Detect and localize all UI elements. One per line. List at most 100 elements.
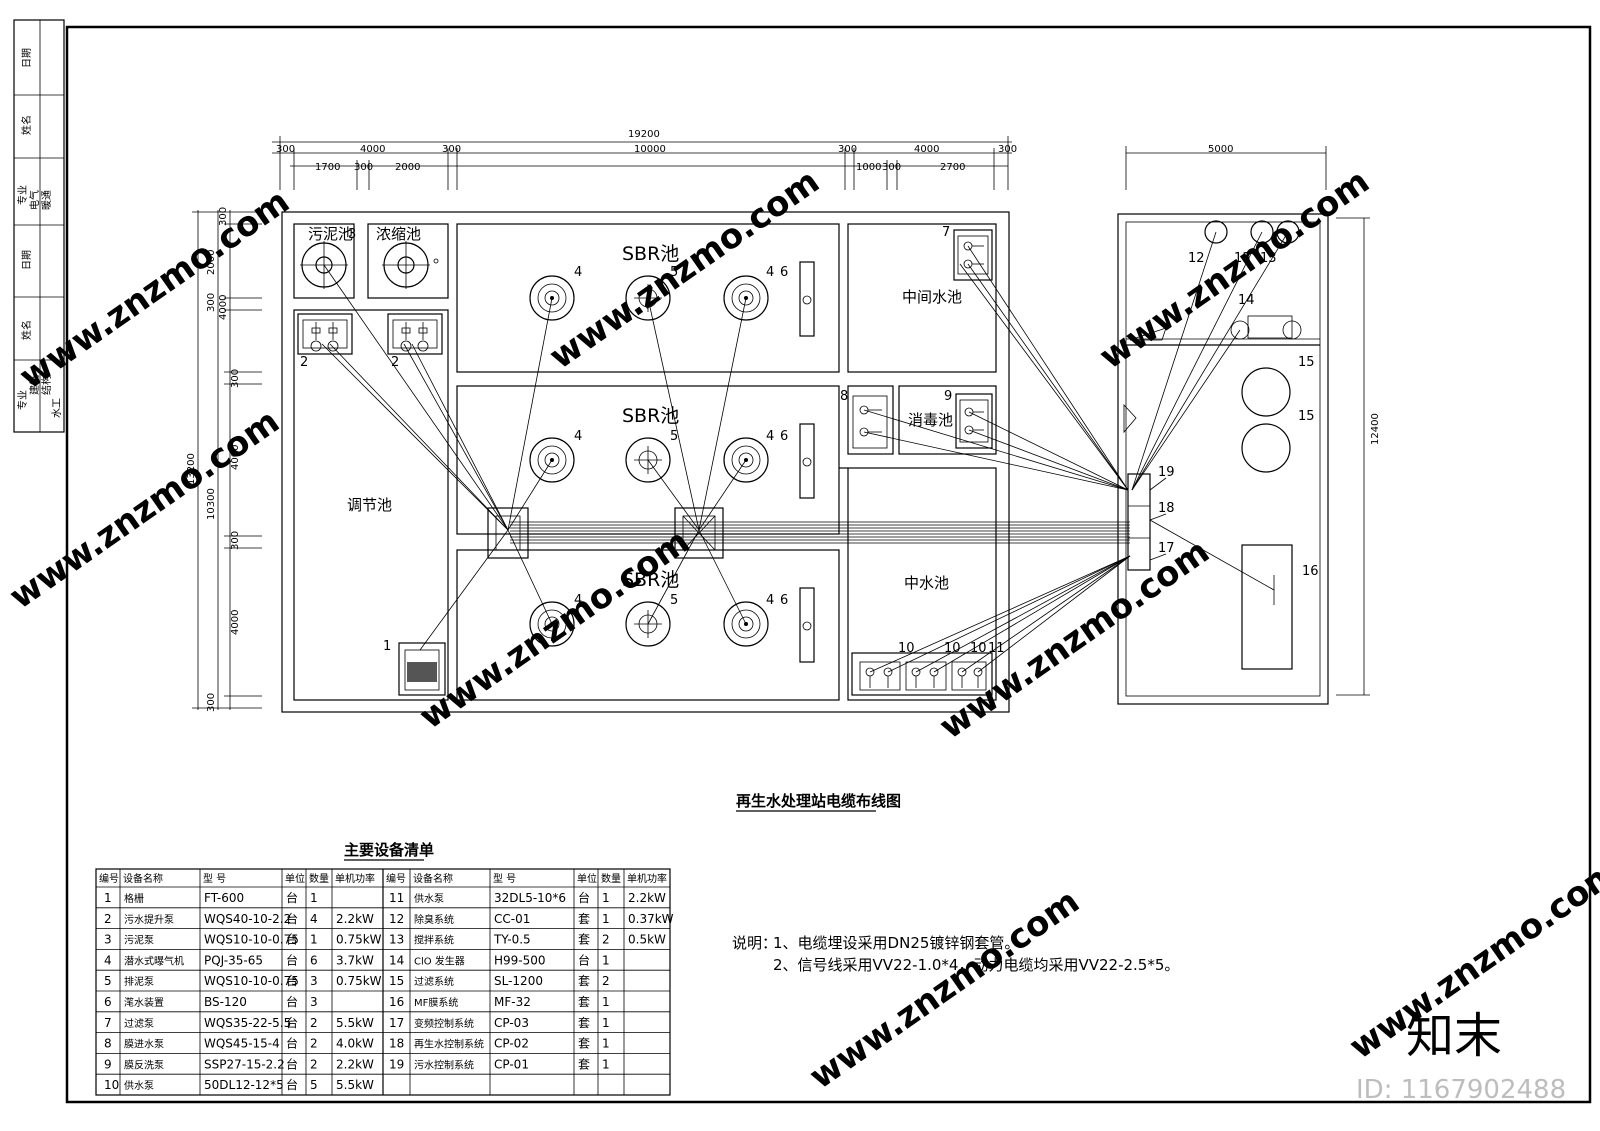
- cable-bundle: [510, 521, 1130, 544]
- table-cell: H99-500: [494, 953, 546, 967]
- tank-label-thickener: 浓缩池: [376, 225, 421, 243]
- equipment-number: 5: [670, 265, 678, 280]
- lift-pump-icon: [297, 313, 353, 355]
- table-cell: 台: [286, 890, 298, 905]
- table-cell: 台: [286, 952, 298, 967]
- table-cell: CP-03: [494, 1016, 529, 1030]
- pump-room-8: [847, 385, 894, 455]
- table-cell: 6: [310, 953, 318, 967]
- tank-label-reclaimed: 中水池: [904, 574, 949, 592]
- dimension-text: 300: [206, 293, 217, 312]
- table-cell: 2.2kW: [336, 912, 374, 926]
- dimension-text: 4000: [914, 144, 939, 155]
- table-cell: 供水泵: [124, 1079, 154, 1092]
- equipment-number: 2: [391, 355, 399, 370]
- table-cell: 3: [310, 995, 318, 1009]
- title-block-label: 建筑: [28, 375, 41, 395]
- equipment-number: 9: [944, 389, 952, 404]
- table-cell: 台: [286, 994, 298, 1009]
- table-cell: 17: [389, 1016, 404, 1030]
- table-cell: 3.7kW: [336, 953, 374, 967]
- table-cell: 4: [104, 953, 112, 967]
- table-cell: 9: [104, 1057, 112, 1071]
- table-cell: 排泥泵: [124, 975, 154, 988]
- watermark-text: www.znzmo.com: [412, 521, 697, 737]
- title-block-label: 日期: [21, 48, 33, 68]
- table-cell: 型 号: [203, 872, 226, 885]
- aerator-icon: [529, 601, 575, 647]
- tank-label-sludge: 污泥池: [308, 225, 353, 243]
- title-block-label: 专业: [16, 390, 29, 410]
- table-cell: 格栅: [124, 892, 144, 905]
- table-cell: 1: [310, 933, 318, 947]
- table-cell: 套: [578, 1057, 590, 1071]
- table-cell: 1: [104, 891, 112, 905]
- dimension-text: 1000: [856, 162, 881, 173]
- table-cell: 数量: [309, 872, 329, 885]
- tank-label-sbr: SBR池: [622, 569, 679, 591]
- table-title: 主要设备清单: [344, 841, 434, 859]
- table-cell: 16: [389, 995, 404, 1009]
- tank-label-disinfection: 消毒池: [908, 411, 953, 429]
- table-cell: 2: [310, 1016, 318, 1030]
- lift-pump-icon: [387, 313, 443, 355]
- dimension-text: 300: [882, 162, 901, 173]
- table-cell: 5: [310, 1078, 318, 1092]
- table-cell: 套: [578, 974, 590, 988]
- equipment-number: 4: [766, 429, 774, 444]
- title-block-label: 日期: [21, 250, 33, 270]
- equipment-number: 6: [780, 265, 788, 280]
- mixer-icon: [1250, 220, 1300, 244]
- table-cell: 台: [286, 1015, 298, 1030]
- equipment-number: 10: [898, 641, 915, 656]
- table-cell: 10: [104, 1078, 119, 1092]
- table-cell: 1: [602, 1016, 610, 1030]
- table-cell: 台: [286, 911, 298, 926]
- table-cell: 32DL5-10*6: [494, 891, 566, 905]
- decanter-icon: [799, 423, 815, 499]
- watermark-text: www.znzmo.com: [12, 181, 297, 397]
- dimension-text: 10300: [206, 488, 217, 520]
- table-cell: 设备名称: [413, 872, 453, 885]
- table-cell: 套: [578, 912, 590, 926]
- filter-pump-icon: [953, 229, 993, 281]
- table-cell: 15: [389, 974, 404, 988]
- aerator-icon: [529, 437, 575, 483]
- table-cell: 3: [310, 974, 318, 988]
- equipment-number: 16: [1302, 564, 1319, 579]
- table-cell: 5.5kW: [336, 1078, 374, 1092]
- chlorine-dioxide-generator-icon: [1230, 315, 1302, 340]
- table-cell: 变频控制系统: [414, 1017, 474, 1030]
- title-block: 日期 姓名 专业 电气 暖通 日期 姓名 专业 建筑 结构 水工: [13, 19, 65, 433]
- watermark-text: www.znzmo.com: [932, 531, 1217, 747]
- table-cell: 除臭系统: [414, 913, 454, 926]
- table-cell: 2: [310, 1037, 318, 1051]
- table-cell: 2: [602, 974, 610, 988]
- equipment-number: 4: [574, 265, 582, 280]
- table-cell: 台: [286, 932, 298, 947]
- regulating-tank: [293, 309, 449, 701]
- decanter-icon: [799, 587, 815, 663]
- table-cell: 编号: [99, 872, 119, 885]
- equipment-table: 主要设备清单 编号编号设备名称设备名称型 号型 号单位单位数量数量单机功率单机功…: [95, 841, 674, 1096]
- table-cell: 套: [578, 933, 590, 947]
- equipment-number: 4: [574, 593, 582, 608]
- equipment-number: 10: [944, 641, 961, 656]
- table-cell: 6: [104, 995, 112, 1009]
- table-cell: 过滤泵: [124, 1017, 154, 1030]
- table-cell: 1: [310, 891, 318, 905]
- cable-runs: [321, 231, 1289, 673]
- drawing-frame: [65, 25, 1592, 1104]
- table-cell: ClO 发生器: [414, 954, 465, 967]
- mf-membrane-system-icon: [1241, 544, 1293, 670]
- table-cell: 数量: [601, 872, 621, 885]
- table-cell: PQJ-35-65: [204, 953, 263, 967]
- notes-line-1: 1、电缆埋设采用DN25镀锌钢套管。: [773, 934, 1019, 952]
- supply-pump-icon: [851, 652, 993, 696]
- dimension-text: 12400: [1370, 413, 1381, 445]
- dimension-text: 4000: [360, 144, 385, 155]
- table-cell: 单机功率: [627, 872, 667, 885]
- equipment-number: 7: [942, 225, 950, 240]
- title-block-label: 姓名: [20, 115, 33, 135]
